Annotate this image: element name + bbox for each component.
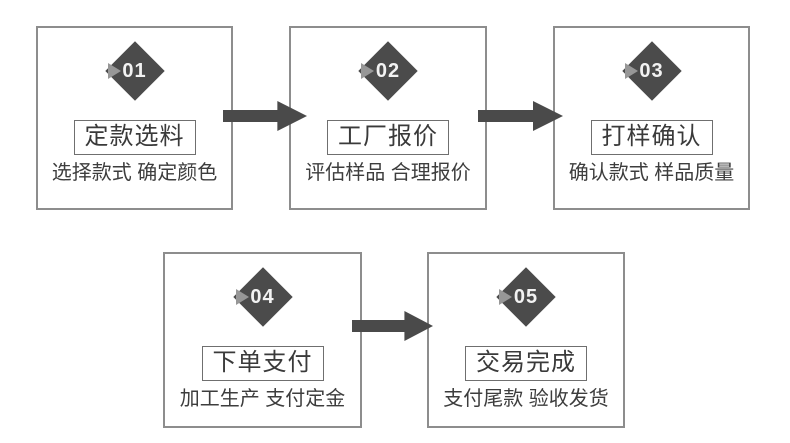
step-title: 定款选料 — [73, 120, 196, 155]
step-card-1: 01 定款选料 选择款式 确定颜色 — [36, 26, 233, 210]
step-subtitle: 选择款式 确定颜色 — [51, 162, 218, 184]
step-number: 02 — [375, 59, 401, 82]
arrow-right-icon — [223, 101, 307, 131]
diamond-fold-icon — [499, 289, 512, 305]
step-subtitle: 支付尾款 验收发货 — [443, 388, 609, 410]
step-number: 04 — [250, 285, 275, 308]
step-number: 03 — [639, 59, 664, 82]
step-number-badge: 04 — [232, 267, 293, 327]
step-card-2: 02 工厂报价 评估样品 合理报价 — [289, 26, 487, 210]
step-card-5: 05 交易完成 支付尾款 验收发货 — [427, 252, 625, 428]
diamond-fold-icon — [235, 289, 249, 305]
diamond-fold-icon — [361, 63, 374, 79]
step-subtitle: 加工生产 支付定金 — [179, 388, 346, 410]
step-subtitle: 确认款式 样品质量 — [568, 162, 735, 184]
step-title: 工厂报价 — [327, 120, 449, 155]
step-number-badge: 01 — [104, 41, 165, 101]
step-number-badge: 02 — [358, 41, 418, 101]
step-number: 05 — [513, 285, 539, 308]
step-title: 下单支付 — [201, 346, 324, 381]
step-title: 打样确认 — [590, 120, 713, 155]
step-card-3: 03 打样确认 确认款式 样品质量 — [553, 26, 750, 210]
diamond-fold-icon — [624, 63, 638, 79]
step-title: 交易完成 — [465, 346, 587, 381]
step-card-4: 04 下单支付 加工生产 支付定金 — [163, 252, 362, 428]
arrow-right-icon — [352, 311, 433, 341]
diamond-fold-icon — [107, 63, 121, 79]
step-number-badge: 05 — [496, 267, 556, 327]
step-number-badge: 03 — [621, 41, 682, 101]
step-subtitle: 评估样品 合理报价 — [305, 162, 471, 184]
step-number: 01 — [122, 59, 147, 82]
arrow-right-icon — [478, 101, 563, 131]
